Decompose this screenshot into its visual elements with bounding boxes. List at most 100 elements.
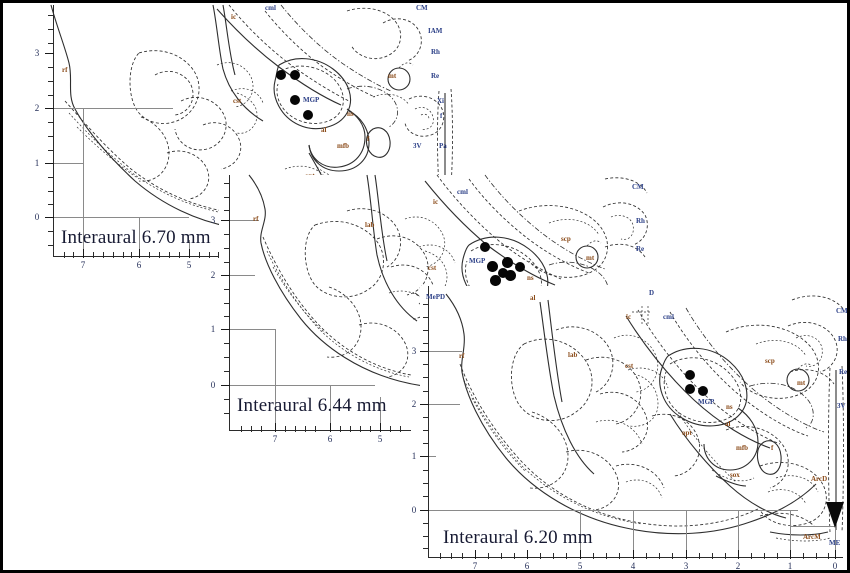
injection-marker xyxy=(505,270,516,281)
panel-3-gridvert-4 xyxy=(633,510,634,558)
label-lab: lab xyxy=(568,351,578,359)
panel-3-outlines xyxy=(420,286,850,573)
panel-2-xlabel-6: 6 xyxy=(327,434,333,444)
panel-1-caption: Interaural 6.70 mm xyxy=(61,227,211,248)
panel-2-gridline-2 xyxy=(229,275,255,276)
panel-3-gridline-me xyxy=(790,526,836,527)
panel-3-gridvert-2 xyxy=(738,510,739,558)
label-ns: ns xyxy=(347,110,354,118)
panel-3-caption: Interaural 6.20 mm xyxy=(443,527,593,548)
label-al: al xyxy=(321,126,327,134)
label-cst: cst xyxy=(625,362,634,370)
panel-2-ylabel-3: 3 xyxy=(210,215,216,225)
injection-marker xyxy=(698,386,709,397)
panel-2-ylabel-1: 1 xyxy=(210,324,216,334)
panel-3-xlabel-3: 3 xyxy=(683,561,689,571)
panel-3-gridline-3 xyxy=(428,351,462,352)
injection-marker xyxy=(290,70,300,80)
panel-2-gridline-0 xyxy=(229,385,375,386)
label-cst: cst xyxy=(233,97,242,105)
label-re: Re xyxy=(636,245,645,253)
panel-3-xlabel-0: 0 xyxy=(832,561,838,571)
label-arcd: ArcD xyxy=(811,475,828,483)
panel-3-xlabel-2: 2 xyxy=(735,561,741,571)
panel-2-ylabel-2: 2 xyxy=(210,270,216,280)
panel-1-xlabel-7: 7 xyxy=(80,260,86,270)
label-rh: Rh xyxy=(636,217,645,225)
panel-3-xlabel-7: 7 xyxy=(472,561,478,571)
injection-marker xyxy=(303,110,314,121)
panel-3-ylabel-2: 2 xyxy=(411,399,417,409)
panel-3-gridline-1 xyxy=(428,456,436,457)
panel-3-gridvert-1 xyxy=(790,510,791,558)
label-rf: rf xyxy=(62,66,68,74)
label-f: f xyxy=(771,444,774,452)
label-scp: scp xyxy=(765,357,775,365)
panel-1-ylabel-2: 2 xyxy=(34,103,40,113)
panel-1-ylabel-3: 3 xyxy=(34,48,40,58)
label-sox: sox xyxy=(730,471,740,479)
panel-2-caption: Interaural 6.44 mm xyxy=(237,395,387,416)
label-re: Re xyxy=(839,368,848,376)
panel-1-xlabel-6: 6 xyxy=(136,260,142,270)
label-mt: mt xyxy=(586,254,595,262)
panel-3-gridvert-3 xyxy=(686,510,687,558)
label-iam: IAM xyxy=(428,27,443,35)
label-ns: ns xyxy=(527,274,534,282)
label-d: D xyxy=(649,289,655,297)
panel-3-xlabel-6: 6 xyxy=(524,561,530,571)
label-rh: Rh xyxy=(431,48,440,56)
label-cml: cml xyxy=(265,4,276,12)
label-cml: cml xyxy=(663,313,674,321)
panel-1-gridvert-6 xyxy=(139,217,140,257)
label-ic: ic xyxy=(433,198,439,206)
label-al2: al xyxy=(725,420,731,428)
panel-1-ylabel-1: 1 xyxy=(34,158,40,168)
label-opt: opt xyxy=(682,429,692,437)
injection-marker xyxy=(502,257,513,268)
panel-3-y-axis xyxy=(428,286,430,558)
injection-marker xyxy=(290,95,301,106)
panel-3-ylabel-0: 0 xyxy=(411,505,417,515)
label-mfb: mfb xyxy=(337,142,350,150)
panel-3-xlabel-5: 5 xyxy=(577,561,583,571)
label-rh: Rh xyxy=(838,335,847,343)
label-f: f xyxy=(367,135,370,143)
label-al: al xyxy=(530,294,536,302)
panel-1-gridline-2 xyxy=(53,108,173,109)
label-cst: cst xyxy=(428,264,437,272)
label-cml: cml xyxy=(457,188,468,196)
injection-marker xyxy=(490,275,501,286)
panel-2-xlabel-5: 5 xyxy=(377,434,383,444)
panel-2-gridvert-7 xyxy=(275,329,276,431)
label-3v: 3V xyxy=(413,142,422,150)
panel-3-ylabel-1: 1 xyxy=(411,451,417,461)
label-xi: Xi xyxy=(437,97,444,105)
label-ns: ns xyxy=(726,403,733,411)
label-re: Re xyxy=(431,72,440,80)
label-lab: lab xyxy=(365,221,375,229)
panel-1-gridline-1 xyxy=(53,163,83,164)
median-eminence-marker xyxy=(826,502,844,528)
injection-marker xyxy=(515,262,526,273)
panel-2-ylabel-0: 0 xyxy=(210,380,216,390)
panel-1-gridvert-5 xyxy=(189,240,190,257)
label-cm: CM xyxy=(416,4,428,12)
panel-3-xlabel-4: 4 xyxy=(630,561,636,571)
label-mepd: MePD xyxy=(426,293,446,301)
label-pa: Pa xyxy=(439,142,447,150)
panel-3-gridline-2 xyxy=(428,404,460,405)
panel-2-xlabel-7: 7 xyxy=(272,434,278,444)
label-cm: CM xyxy=(632,183,644,191)
label-mt: mt xyxy=(388,72,397,80)
panel-1-gridline-0 xyxy=(53,217,189,218)
label-ic: ic xyxy=(626,313,632,321)
label-3v: 3V xyxy=(837,402,846,410)
label-scp: scp xyxy=(561,235,571,243)
label-mgp: MGP xyxy=(303,96,320,104)
injection-marker xyxy=(276,70,286,80)
label-cm: CM xyxy=(836,307,848,315)
panel-2-x-axis xyxy=(229,430,411,432)
label-rf: rf xyxy=(253,215,259,223)
